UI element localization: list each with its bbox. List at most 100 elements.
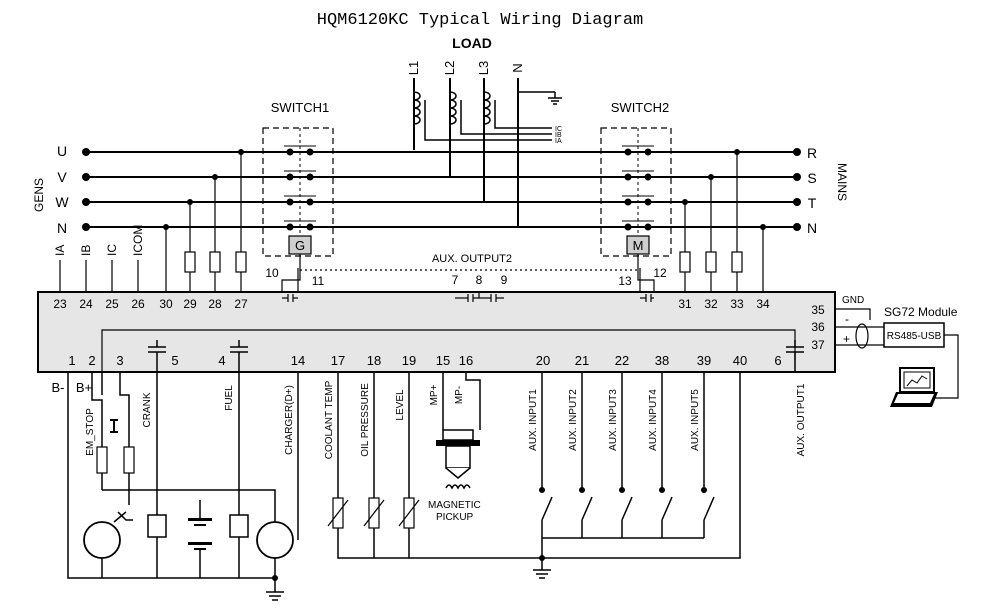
internal-relay-contacts xyxy=(282,292,654,302)
crank-relay-coil xyxy=(147,514,167,538)
terminal-23: 23 xyxy=(53,297,67,311)
terminal-30: 30 xyxy=(159,297,173,311)
terminal-6: 6 xyxy=(774,353,781,368)
pickup-label: PICKUP xyxy=(436,512,474,523)
aux-input-wires xyxy=(541,372,741,566)
em-stop-switch-icon xyxy=(110,419,118,433)
battery-positive-label: B+ xyxy=(76,380,92,395)
ct-input-ia: IA xyxy=(53,245,67,256)
starter-relay-contact xyxy=(113,511,133,523)
terminal-1: 1 xyxy=(68,353,75,368)
terminal-16: 16 xyxy=(459,353,473,368)
gens-sense-wires xyxy=(165,152,242,292)
em-stop-label: EM_STOP xyxy=(85,408,96,456)
terminal-28: 28 xyxy=(208,297,222,311)
pin-13: 13 xyxy=(618,274,632,288)
switch-contact-bars xyxy=(284,145,654,222)
usb-cable xyxy=(935,334,959,399)
sensor-resistors xyxy=(327,497,420,529)
controller-body xyxy=(37,291,836,373)
switch-contacts xyxy=(286,148,652,231)
aux-input5-label: AUX. INPUT5 xyxy=(690,389,701,451)
terminal-25: 25 xyxy=(105,297,119,311)
mains-sense-fuses xyxy=(679,251,743,273)
comm-plus: + xyxy=(843,332,850,346)
terminal-26: 26 xyxy=(131,297,145,311)
ct-label-ib: IB xyxy=(555,132,562,139)
switch1-box xyxy=(262,127,334,257)
mp-minus-label: MP- xyxy=(454,386,465,404)
module-label: SG72 Module xyxy=(884,305,958,319)
mains-line-s: S xyxy=(807,170,816,186)
laptop-icon xyxy=(890,367,938,407)
switch1-label: SWITCH1 xyxy=(271,100,330,115)
switch2-box xyxy=(600,127,672,257)
oil-pressure-label: OIL PRESSURE xyxy=(360,383,371,457)
ct-input-ic: IC xyxy=(105,244,119,256)
aux-output1-label: AUX. OUTPUT1 xyxy=(796,383,807,456)
load-phase-l1: L1 xyxy=(406,61,421,75)
bus-lines xyxy=(88,151,795,228)
pin-10: 10 xyxy=(265,266,279,280)
terminal-32: 32 xyxy=(704,297,718,311)
switch1-badge: G xyxy=(295,238,305,253)
terminal-36: 36 xyxy=(811,320,825,334)
relay-wires xyxy=(281,254,655,298)
gens-label: GENS xyxy=(32,178,46,212)
aux-output2-label: AUX. OUTPUT2 xyxy=(432,253,512,265)
battery-negative-label: B- xyxy=(52,380,65,395)
terminal-2: 2 xyxy=(88,353,95,368)
load-ground-symbol xyxy=(518,91,562,105)
load-phase-l2: L2 xyxy=(442,61,457,75)
sensor-wires xyxy=(337,372,542,559)
ct-input-wires xyxy=(59,260,139,292)
crank-label: CRANK xyxy=(142,392,153,427)
terminal-4: 4 xyxy=(218,353,225,368)
terminal-33: 33 xyxy=(730,297,744,311)
load-label: LOAD xyxy=(452,35,492,51)
terminal-39: 39 xyxy=(697,353,711,368)
mains-sense-dots xyxy=(682,149,766,230)
terminal-29: 29 xyxy=(183,297,197,311)
ct-input-icom: ICOM xyxy=(131,225,145,256)
pin-11: 11 xyxy=(312,274,325,288)
terminal-3: 3 xyxy=(116,353,123,368)
charger-alternator-icon xyxy=(256,521,294,559)
comm-wires xyxy=(835,308,886,349)
aux-input1-label: AUX. INPUT1 xyxy=(528,389,539,451)
terminal-14: 14 xyxy=(291,353,305,368)
load-phase-n: N xyxy=(510,63,525,72)
aux-input2-label: AUX. INPUT2 xyxy=(568,389,579,451)
terminal-18: 18 xyxy=(367,353,381,368)
magnetic-pickup-icon xyxy=(436,429,480,490)
terminal-5: 5 xyxy=(171,353,178,368)
gens-line-v: V xyxy=(57,169,67,185)
bottom-return-wires xyxy=(101,537,240,578)
terminal-21: 21 xyxy=(575,353,589,368)
aux-ground-icon xyxy=(533,566,551,579)
gens-line-u: U xyxy=(57,143,67,159)
gens-line-w: W xyxy=(55,194,69,210)
gens-line-n: N xyxy=(57,220,67,236)
mp-plus-label: MP+ xyxy=(429,384,440,405)
terminal-22: 22 xyxy=(615,353,629,368)
pickup-wires xyxy=(442,372,481,430)
terminal-17: 17 xyxy=(331,353,345,368)
terminal-38: 38 xyxy=(655,353,669,368)
pin-12: 12 xyxy=(653,266,667,280)
terminal-34: 34 xyxy=(756,297,770,311)
terminal-15: 15 xyxy=(436,353,450,368)
mains-line-t: T xyxy=(808,195,817,211)
chassis-ground-icon xyxy=(266,578,284,601)
level-label: LEVEL xyxy=(395,389,406,421)
gens-sense-dots xyxy=(163,149,244,230)
fuel-solenoid-coil xyxy=(229,514,249,538)
ct-label-ia: IA xyxy=(555,138,562,145)
mains-line-r: R xyxy=(807,145,817,161)
starter-motor-icon xyxy=(83,521,121,559)
pin-7: 7 xyxy=(452,273,459,287)
comm-minus: - xyxy=(845,312,849,326)
charger-label: CHARGER(D+) xyxy=(284,385,295,455)
diagram-title: HQM6120KC Typical Wiring Diagram xyxy=(317,11,643,30)
